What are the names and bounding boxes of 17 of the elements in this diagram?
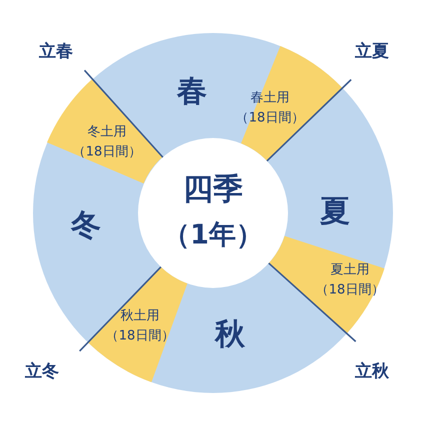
season-label: 冬 xyxy=(71,211,101,241)
season-label: 秋 xyxy=(215,320,245,350)
term-label: 立秋 xyxy=(355,364,389,380)
season-label: 春 xyxy=(177,77,207,107)
period-name: 秋土用 xyxy=(120,309,160,322)
term-label: 立冬 xyxy=(25,364,59,380)
center-title: 四季 xyxy=(183,175,243,205)
duration-text: （18日間） xyxy=(316,283,384,296)
period-name: 夏土用 xyxy=(330,263,370,276)
term-label: 立春 xyxy=(39,44,73,60)
duration-text: （18日間） xyxy=(72,145,142,158)
term-label: 立夏 xyxy=(355,44,389,60)
duration-text: （18日間） xyxy=(106,329,174,342)
period-text: （1年） xyxy=(163,222,263,248)
season-label: 夏 xyxy=(320,197,350,227)
duration-text: （18日間） xyxy=(236,111,304,124)
period-name: 冬土用 xyxy=(87,125,126,138)
